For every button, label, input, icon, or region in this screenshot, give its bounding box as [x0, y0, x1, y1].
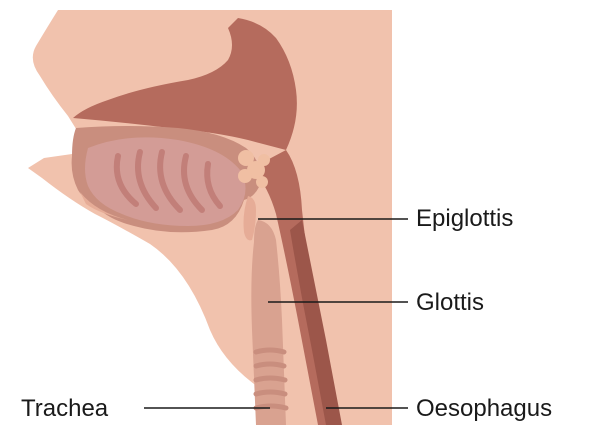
trachea-ring: [256, 350, 284, 352]
epiglottis-label: Epiglottis: [416, 207, 513, 231]
glottis-label: Glottis: [416, 291, 484, 315]
trachea-ring: [256, 392, 285, 394]
trachea-label: Trachea: [21, 397, 108, 421]
oesophagus-label: Oesophagus: [416, 397, 552, 421]
tissue-lobe: [238, 169, 252, 183]
tissue-lobe: [258, 154, 270, 166]
trachea-ring: [256, 378, 285, 380]
trachea-ring: [256, 364, 284, 366]
tissue-lobe: [256, 176, 268, 188]
